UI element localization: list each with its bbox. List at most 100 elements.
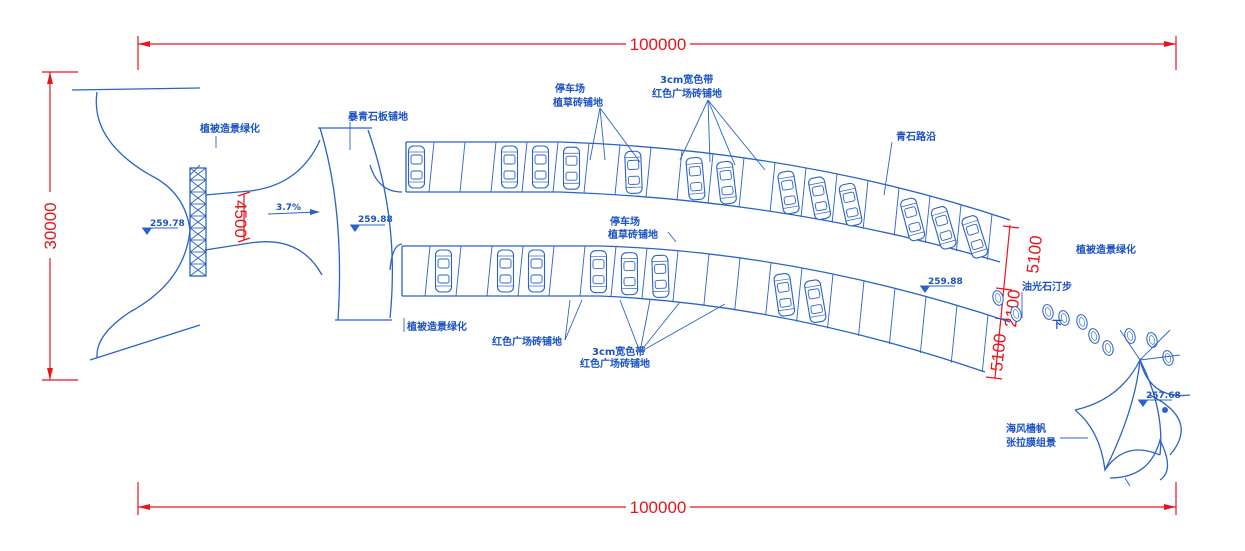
parking-row-lower <box>401 245 1011 373</box>
stall-divider <box>862 180 869 229</box>
label-sail-2: 张拉膜组景 <box>1006 436 1056 449</box>
dimension-bottom: 100000 <box>137 482 1177 517</box>
stall-divider <box>614 144 621 196</box>
stall-divider <box>707 153 714 204</box>
car <box>527 249 546 293</box>
dimension-left-label: 30000 <box>41 202 60 249</box>
stall-divider <box>583 143 590 194</box>
stepping-stone <box>1074 312 1090 332</box>
car <box>651 254 670 299</box>
stall-divider <box>796 267 803 322</box>
stall-divider <box>924 195 931 244</box>
label-red-band-lower: 红色广场砖铺地 <box>492 335 562 348</box>
label-red-band-lower2-2: 红色广场砖铺地 <box>580 357 650 370</box>
stall-divider <box>552 141 559 193</box>
car <box>807 175 832 221</box>
label-planting-right: 植被造景绿化 <box>1075 243 1136 256</box>
elevation-lot: 259.88 <box>920 277 963 293</box>
road <box>318 127 403 321</box>
label-stone-paving: 暴青石板铺地 <box>347 110 408 123</box>
stall-divider <box>676 150 683 201</box>
label-planting-lower: 植被造景绿化 <box>406 320 467 333</box>
stall-divider <box>548 245 555 297</box>
car <box>496 249 515 293</box>
car <box>715 160 738 205</box>
car <box>500 145 519 189</box>
stall-divider <box>486 245 493 297</box>
stall-divider <box>888 288 896 345</box>
stall-divider <box>459 141 466 193</box>
stepping-stone <box>1100 338 1116 358</box>
stall-divider <box>521 141 528 193</box>
elevation-road: 259.88 <box>350 215 393 232</box>
parking-row-upper <box>405 141 1011 263</box>
stall-divider <box>893 187 900 236</box>
elevation-left: 259.78 <box>142 219 185 235</box>
label-red-band-upper-1: 3cm宽色带 <box>660 73 713 86</box>
stall-divider <box>981 314 989 373</box>
stall-divider <box>579 245 586 297</box>
stall-divider <box>800 167 807 218</box>
stall-divider <box>765 262 772 316</box>
slope-label: 3.7% <box>276 203 301 213</box>
cars-lower <box>434 249 828 324</box>
label-planting-upper-left: 植被造景绿化 <box>199 122 260 135</box>
stepping-stone <box>1160 348 1176 368</box>
car <box>898 196 927 243</box>
car <box>531 145 550 189</box>
stall-divider <box>827 273 834 329</box>
elevation-road-label: 259.88 <box>358 215 393 225</box>
car <box>776 169 801 216</box>
dimension-top: 100000 <box>137 35 1177 70</box>
cars-upper <box>407 145 990 260</box>
car <box>407 145 426 189</box>
stall-divider <box>455 245 462 297</box>
car <box>772 272 796 318</box>
entrance-area: 3.7% <box>71 87 323 361</box>
stepping-stone <box>1086 326 1102 346</box>
car <box>624 150 643 195</box>
stall-divider <box>738 157 745 208</box>
elevation-plaza: 257.68 <box>1138 391 1181 407</box>
stall-divider <box>672 250 679 303</box>
label-red-band-upper-2: 红色广场砖铺地 <box>652 87 722 100</box>
stall-divider <box>641 248 648 300</box>
label-sail-1: 海风樯帆 <box>1006 422 1046 435</box>
stall-divider <box>734 257 741 311</box>
stall-divider <box>769 162 776 212</box>
label-parking-upper-2: 植草砖铺地 <box>552 96 603 109</box>
stepping-stone <box>1040 302 1056 322</box>
label-parking-lower-1: 停车场 <box>610 215 640 228</box>
dimension-bottom-label: 100000 <box>630 498 687 517</box>
stall-divider <box>858 280 865 337</box>
label-red-band-lower2-1: 3cm宽色带 <box>592 345 645 358</box>
stall-divider <box>517 245 524 297</box>
stepping-stone <box>1122 326 1138 346</box>
elevation-lot-label: 259.88 <box>928 277 963 287</box>
label-down: 下 <box>1052 319 1062 331</box>
label-parking-lower-2: 植草砖铺地 <box>607 228 658 241</box>
label-parking-upper-1: 停车场 <box>555 82 585 95</box>
stepping-stone <box>1144 330 1160 350</box>
elevation-plaza-label: 257.68 <box>1146 391 1181 401</box>
stall-divider <box>955 204 962 252</box>
annotations: 植被造景绿化 暴青石板铺地 停车场 植草砖铺地 3cm宽色带 红色广场砖铺地 青… <box>199 73 1136 449</box>
dimension-top-label: 100000 <box>630 35 687 54</box>
car <box>562 146 581 190</box>
stall-divider <box>645 147 652 198</box>
stall-divider <box>919 296 927 354</box>
car <box>620 252 639 296</box>
dimension-entrance-label: 4500 <box>231 200 250 238</box>
sail-structure <box>1074 329 1191 487</box>
car <box>434 249 453 293</box>
stall-divider <box>490 141 497 193</box>
elevation-left-label: 259.78 <box>150 219 185 229</box>
car <box>803 278 828 324</box>
stall-divider <box>610 246 617 297</box>
dimension-stall-lower: 5100 <box>987 333 1010 373</box>
label-stepping-stones: 油光石汀步 <box>1022 280 1072 293</box>
dimension-left: 30000 <box>41 71 78 381</box>
car <box>685 156 706 201</box>
stall-divider <box>703 253 710 306</box>
